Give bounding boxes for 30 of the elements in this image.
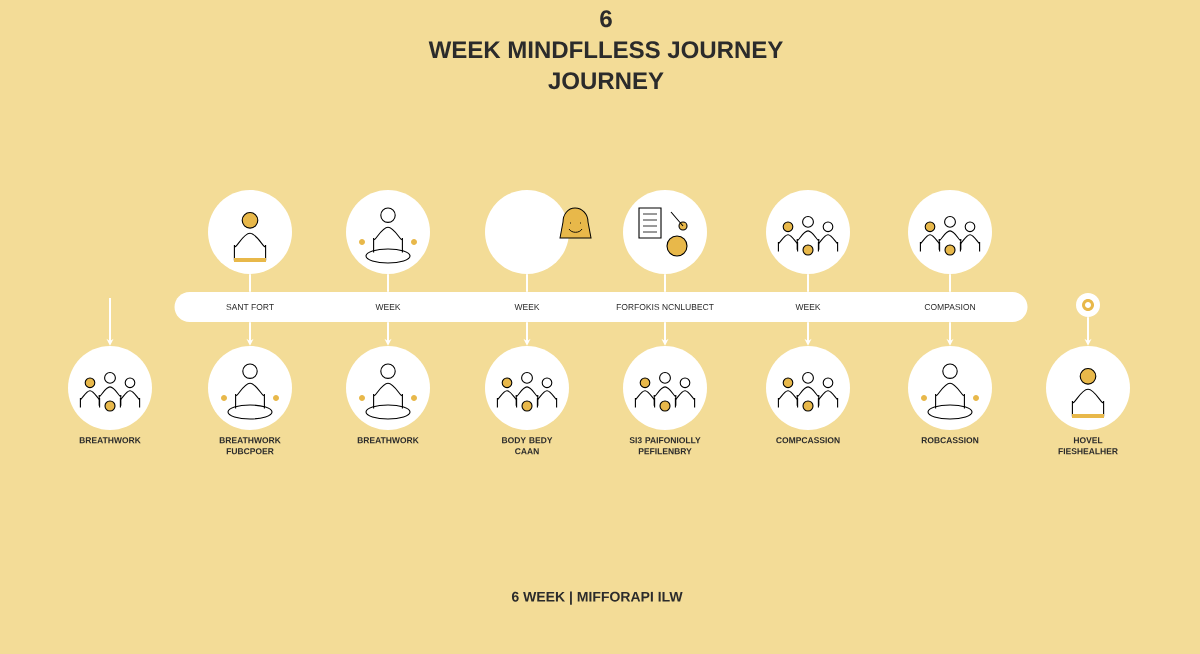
step-label: SI3 PAIFONIOLLY PEFILENBRY (629, 437, 701, 455)
connector (249, 273, 251, 293)
timeline-label: WEEK (375, 304, 401, 310)
timeline-label: WEEK (514, 304, 540, 310)
timeline-label: WEEK (795, 304, 821, 310)
empty-circle (485, 190, 569, 274)
caption: 6 WEEK | MIFFORAPI ILW (511, 591, 683, 605)
icon-circle-drawing (908, 190, 992, 274)
target-icon (1076, 293, 1100, 317)
connector (807, 273, 809, 293)
connector (664, 273, 666, 293)
step-label: ROBCASSION (921, 437, 979, 444)
step-label: COMPCASSION (776, 437, 840, 444)
timeline-label: FORFOKIS NCNLUBECT (616, 304, 714, 310)
connector (949, 273, 951, 293)
icon-circle-drawing (346, 190, 430, 274)
timeline-label: SANT FORT (226, 304, 274, 310)
step-label: BREATHWORK FUBCPOER (219, 437, 281, 455)
icon-circle-drawing (208, 190, 292, 274)
title: 6 WEEK MINDFLLESS JOURNEY JOURNEY (428, 10, 783, 90)
connector (387, 273, 389, 293)
step-label: HOVEL FIESHEALHER (1058, 437, 1118, 455)
icon-circle-drawing (623, 190, 707, 274)
step-label: BREATHWORK (79, 437, 141, 444)
step-label: BREATHWORK (357, 437, 419, 444)
timeline-label: COMPASION (924, 304, 975, 310)
timeline-bar (174, 292, 1028, 322)
connector (526, 273, 528, 293)
step-label: BODY BEDY CAAN (502, 437, 553, 455)
icon-circle-drawing (766, 190, 850, 274)
